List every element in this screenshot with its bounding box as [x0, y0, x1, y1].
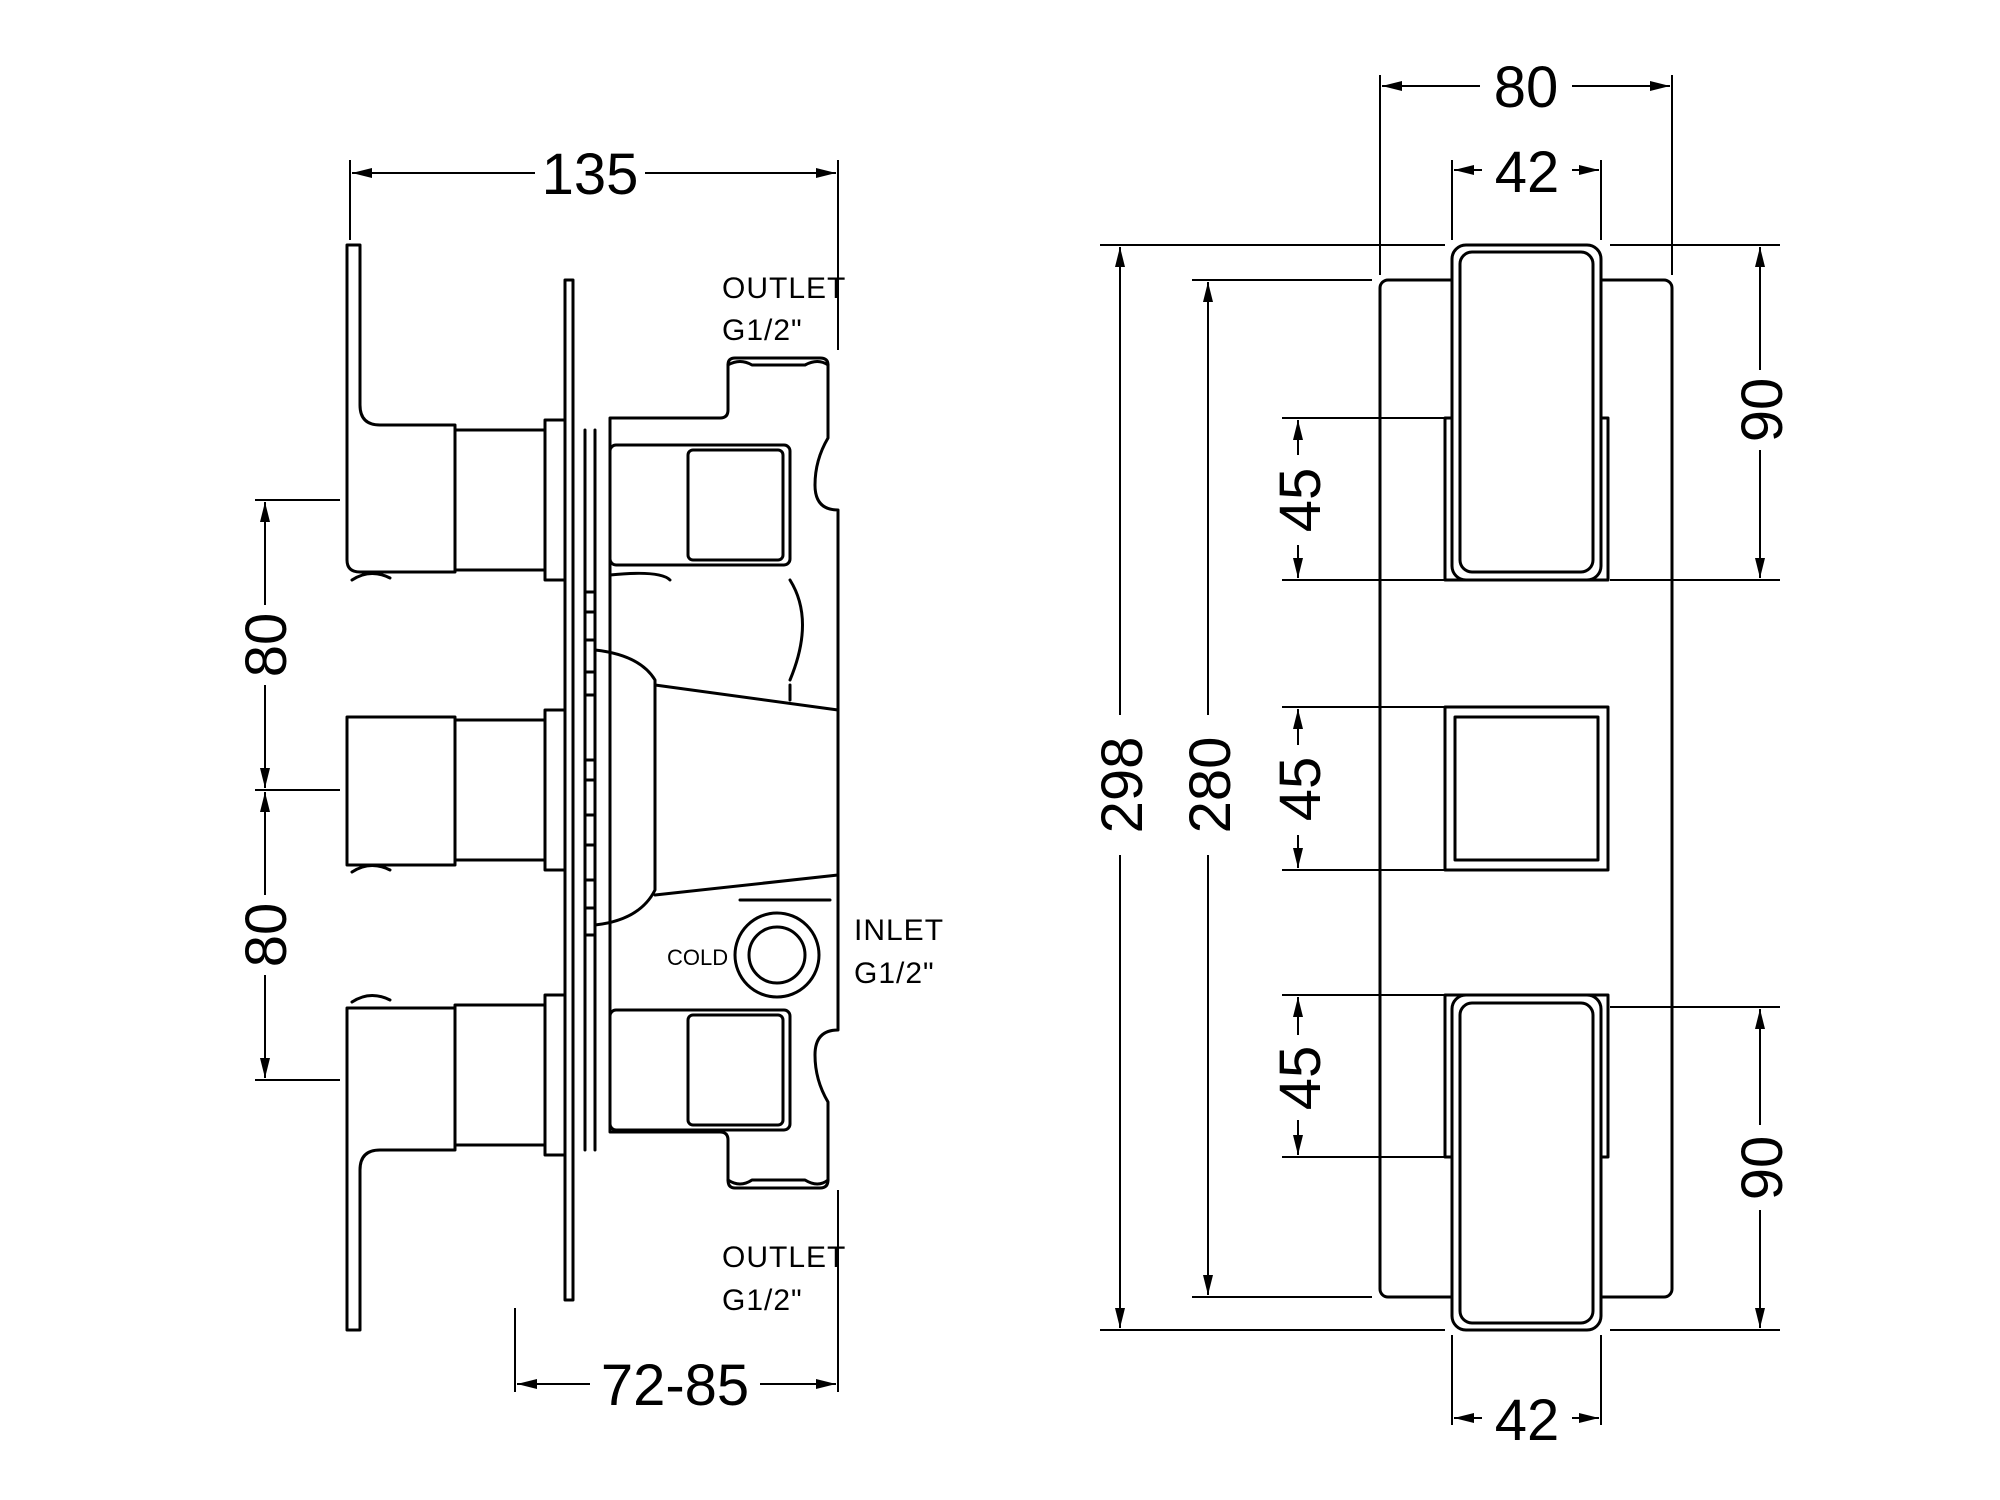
top-lever-handle: [345, 243, 457, 582]
dim-plate-width: 80: [1379, 55, 1673, 275]
label-outlet-bottom: OUTLET: [722, 1241, 846, 1274]
dim-handle-spacing: 80 80: [234, 499, 340, 1081]
dim-label-handle-top-length: 90: [1730, 378, 1795, 443]
dim-label-spacing-bottom: 80: [234, 903, 299, 968]
front-bottom-lever: [1443, 993, 1610, 1332]
dim-handle-bottom-height: 45: [1268, 994, 1445, 1158]
dim-handle-bottom-length: 90: [1610, 1006, 1795, 1331]
front-view: 80 42 298 280: [1090, 55, 1795, 1453]
dim-label-handle-width-bottom: 42: [1495, 1388, 1560, 1453]
dim-label-wall-depth: 72-85: [601, 1353, 749, 1418]
dim-overall-height: 298: [1090, 244, 1445, 1331]
front-middle-knob: [1443, 705, 1610, 872]
valve-body: [583, 356, 840, 1190]
middle-knob: [345, 715, 457, 874]
wall-plate-side: [563, 278, 575, 1302]
dim-label-handle-top-height: 45: [1268, 468, 1333, 533]
dim-handle-width-bottom: 42: [1451, 1335, 1602, 1453]
dim-label-overall-height: 298: [1090, 737, 1155, 834]
label-outlet-bottom-thread: G1/2": [722, 1284, 803, 1317]
dim-label-handle-width-top: 42: [1495, 140, 1560, 205]
side-view-labels: OUTLET G1/2" INLET G1/2" COLD OUTLET G1/…: [667, 272, 944, 1317]
label-outlet-top-thread: G1/2": [722, 314, 803, 347]
bottom-lever-handle: [345, 994, 457, 1332]
side-view: 135 80 80: [234, 142, 944, 1418]
dim-knob-height: 45: [1268, 706, 1445, 871]
dim-handle-top-height: 45: [1268, 417, 1445, 581]
dim-label-knob-height: 45: [1268, 757, 1333, 822]
dim-label-plate-height: 280: [1178, 737, 1243, 834]
dim-label-spacing-top: 80: [234, 613, 299, 678]
label-inlet: INLET: [854, 914, 944, 947]
label-cold: COLD: [667, 945, 728, 970]
label-inlet-thread: G1/2": [854, 957, 935, 990]
dim-handle-width-top: 42: [1451, 140, 1602, 240]
dim-label-handle-bottom-height: 45: [1268, 1046, 1333, 1111]
dim-label-overall-depth: 135: [542, 142, 639, 207]
dim-label-handle-bottom-length: 90: [1730, 1136, 1795, 1201]
spindles: [453, 418, 567, 1157]
dim-handle-top-length: 90: [1610, 244, 1795, 581]
label-outlet-top: OUTLET: [722, 272, 846, 305]
dim-label-plate-width: 80: [1494, 55, 1559, 120]
dim-plate-height: 280: [1178, 279, 1372, 1298]
dim-overall-depth: 135: [349, 142, 839, 350]
front-top-lever: [1443, 243, 1610, 582]
dim-wall-depth: 72-85: [514, 1190, 839, 1418]
